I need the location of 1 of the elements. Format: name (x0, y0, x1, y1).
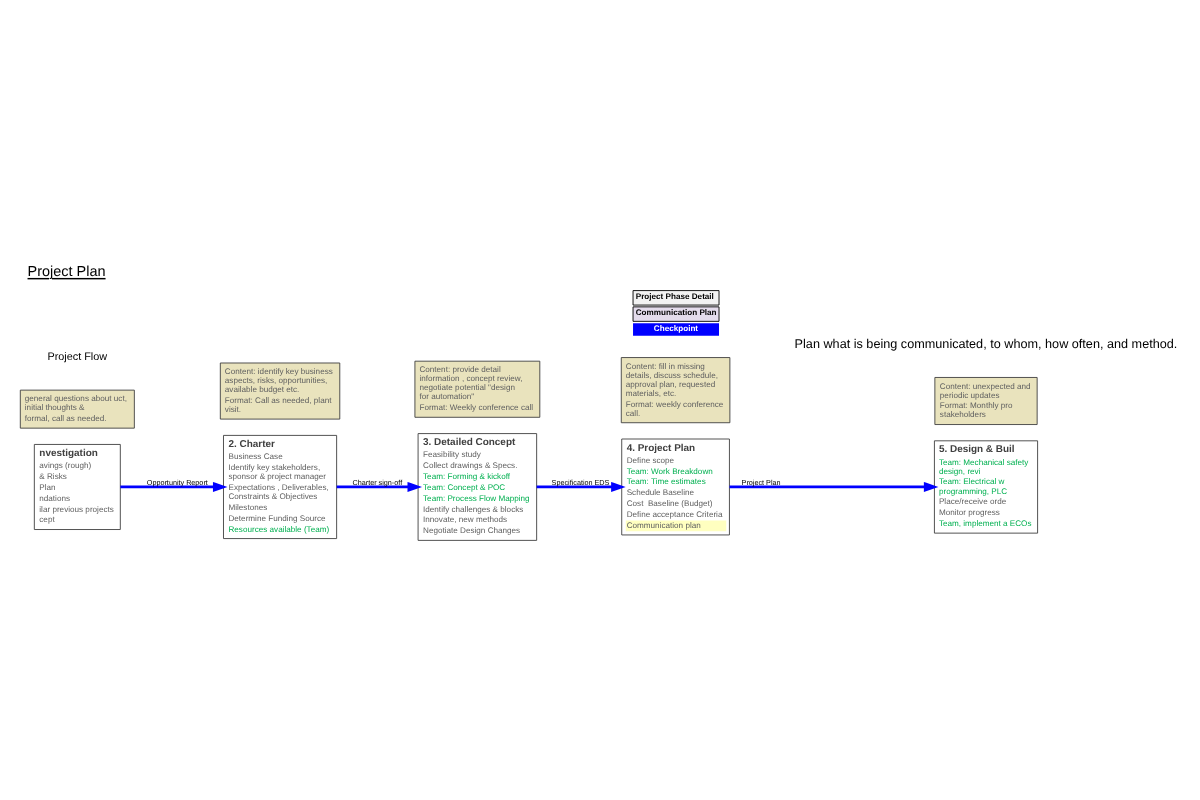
diagram-title: Project Plan (27, 260, 106, 279)
